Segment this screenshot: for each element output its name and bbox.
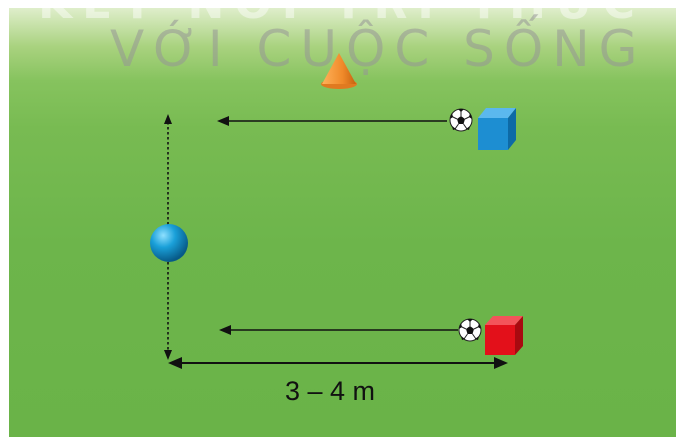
blue-cube-icon bbox=[478, 108, 516, 150]
top-pass-arrow bbox=[217, 116, 447, 126]
sphere-icon bbox=[150, 224, 188, 262]
red-cube-icon bbox=[485, 316, 523, 355]
soccer-ball-icon bbox=[450, 109, 472, 131]
cone-icon bbox=[321, 53, 357, 89]
distance-arrow bbox=[168, 357, 508, 369]
soccer-ball-icon bbox=[459, 319, 481, 341]
distance-label: 3 – 4 m bbox=[260, 376, 400, 407]
bottom-pass-arrow bbox=[219, 325, 458, 335]
